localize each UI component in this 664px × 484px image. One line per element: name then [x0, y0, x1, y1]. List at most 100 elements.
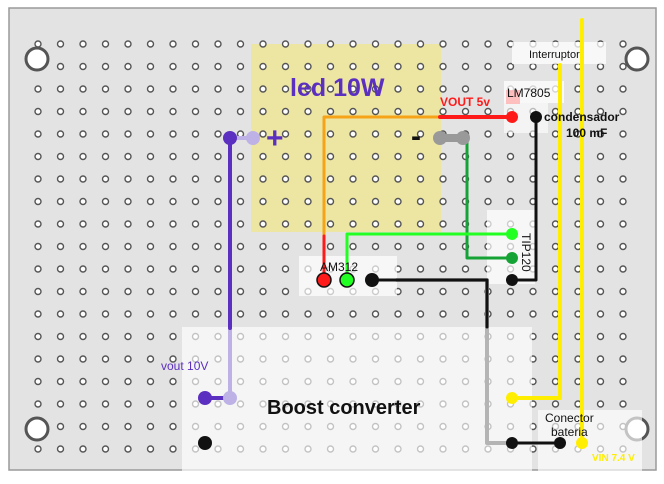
- board-hole: [146, 152, 155, 161]
- board-hole: [326, 40, 335, 48]
- board-hole: [169, 287, 177, 296]
- board-hole: [281, 175, 290, 183]
- board-hole: [304, 242, 312, 251]
- mounting-hole-bottom-left: [24, 416, 50, 442]
- board-hole: [506, 175, 515, 183]
- board-hole: [506, 62, 515, 71]
- board-hole: [236, 287, 245, 296]
- board-hole: [34, 107, 42, 116]
- board-hole: [146, 400, 155, 408]
- lm7805-pin-out: [506, 111, 518, 123]
- board-hole: [349, 62, 357, 71]
- board-hole: [124, 355, 132, 363]
- board-hole: [79, 242, 87, 251]
- board-hole: [416, 197, 425, 206]
- board-hole: [529, 287, 537, 296]
- board-hole: [596, 152, 605, 161]
- board-hole: [371, 107, 380, 116]
- wire-lime-signal: [345, 232, 514, 282]
- tip120-base-pin: [506, 228, 518, 240]
- board-hole: [34, 355, 42, 363]
- board-hole: [191, 287, 200, 296]
- board-hole: [529, 62, 537, 71]
- board-hole: [259, 310, 267, 318]
- board-hole: [371, 197, 380, 206]
- tip120-module: [487, 210, 535, 284]
- board-hole: [236, 265, 245, 273]
- board-hole: [236, 40, 245, 48]
- board-hole: [461, 265, 470, 273]
- board-hole: [191, 85, 200, 93]
- board-hole: [236, 152, 245, 161]
- board-hole: [281, 242, 290, 251]
- board-hole: [551, 152, 560, 161]
- board-hole: [326, 175, 335, 183]
- board-hole: [439, 62, 447, 71]
- board-hole: [484, 130, 492, 138]
- board-hole: [281, 220, 290, 228]
- board-hole: [259, 107, 267, 116]
- board-hole: [371, 152, 380, 161]
- board-hole: [551, 377, 560, 386]
- board-hole: [461, 310, 470, 318]
- board-hole: [146, 62, 155, 71]
- board-hole: [259, 175, 267, 183]
- board-hole: [34, 242, 42, 251]
- board-hole: [416, 175, 425, 183]
- board-hole: [79, 197, 87, 206]
- board-hole: [169, 445, 177, 453]
- board-hole: [304, 130, 312, 138]
- board-hole: [124, 445, 132, 453]
- board-hole: [619, 85, 627, 93]
- board-hole: [551, 400, 560, 408]
- board-hole: [596, 400, 605, 408]
- board-hole: [124, 40, 132, 48]
- board-hole: [169, 130, 177, 138]
- board-hole: [596, 130, 605, 138]
- board-hole: [281, 62, 290, 71]
- board-hole: [124, 422, 132, 431]
- board-hole: [214, 197, 222, 206]
- board-hole: [79, 152, 87, 161]
- board-hole: [394, 175, 402, 183]
- board-hole: [281, 130, 290, 138]
- board-hole: [394, 220, 402, 228]
- board-hole: [506, 310, 515, 318]
- board-hole: [596, 287, 605, 296]
- board-hole: [281, 152, 290, 161]
- conector-label: Conector: [545, 411, 594, 425]
- board-hole: [146, 242, 155, 251]
- board-hole: [484, 85, 492, 93]
- board-hole: [101, 175, 110, 183]
- board-hole: [34, 175, 42, 183]
- wire-yellow-vin: [510, 63, 562, 400]
- board-hole: [146, 422, 155, 431]
- board-hole: [596, 265, 605, 273]
- board-hole: [56, 422, 65, 431]
- board-hole: [416, 265, 425, 273]
- board-hole: [596, 197, 605, 206]
- board-hole: [304, 152, 312, 161]
- vout10-pin: [198, 391, 212, 405]
- led-plus-pin: [223, 131, 237, 145]
- board-hole: [214, 130, 222, 138]
- board-hole: [169, 175, 177, 183]
- board-hole: [56, 197, 65, 206]
- board-hole: [416, 220, 425, 228]
- board-hole: [191, 220, 200, 228]
- plus-label: +: [266, 122, 284, 155]
- vin-boost-pin: [506, 392, 518, 404]
- board-hole: [146, 197, 155, 206]
- board-hole: [79, 355, 87, 363]
- board-hole: [394, 107, 402, 116]
- board-hole: [349, 152, 357, 161]
- board-hole: [101, 130, 110, 138]
- board-hole: [619, 287, 627, 296]
- board-hole: [304, 40, 312, 48]
- board-hole: [551, 242, 560, 251]
- board-hole: [79, 445, 87, 453]
- vout10-pin-lav: [223, 391, 237, 405]
- board-hole: [619, 107, 627, 116]
- board-hole: [326, 152, 335, 161]
